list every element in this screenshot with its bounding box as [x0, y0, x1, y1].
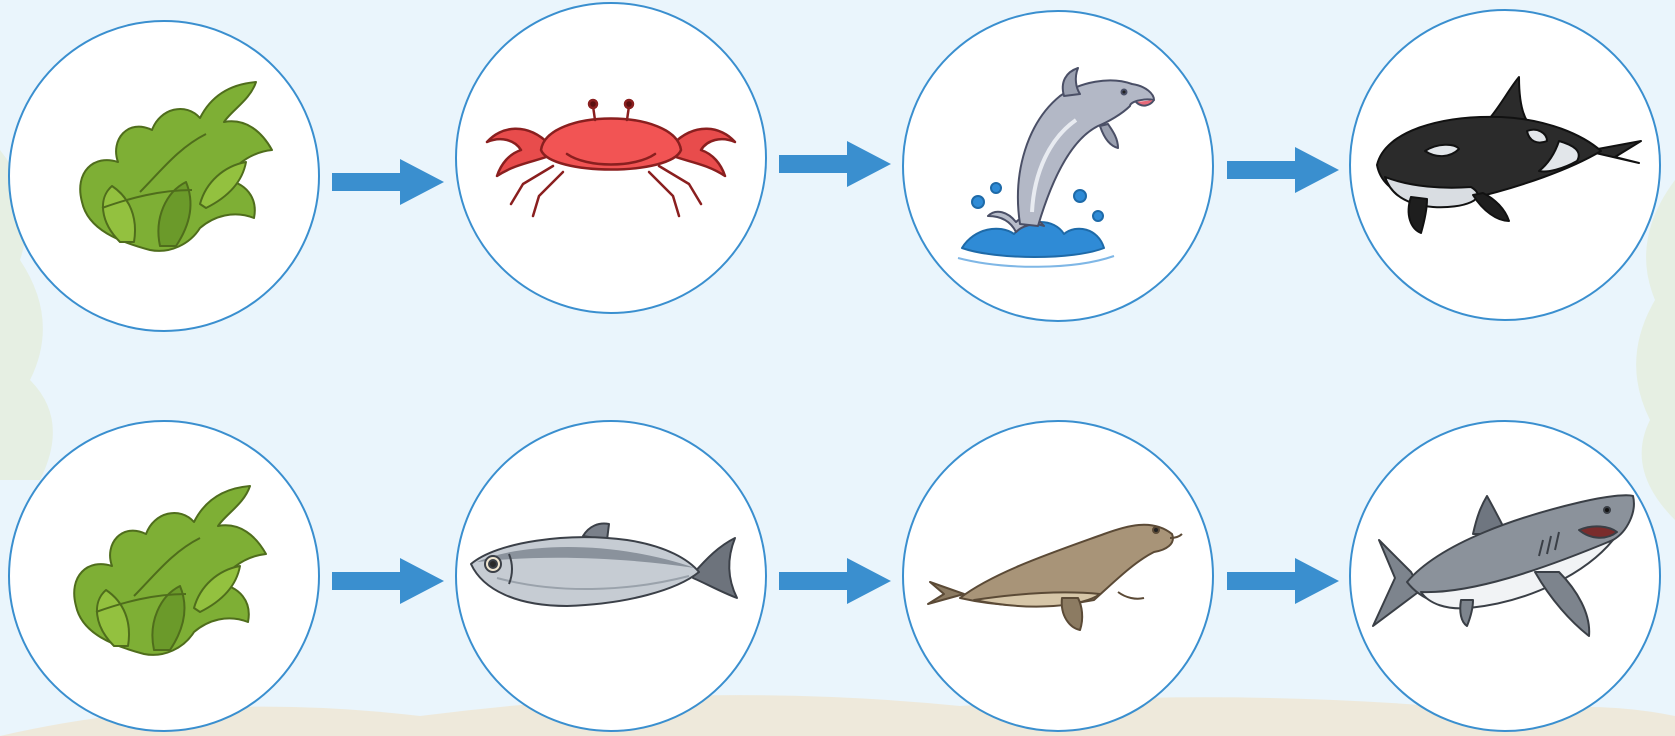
- food-chain-2-node-3: seal: [902, 420, 1214, 732]
- seaweed-icon: [10, 22, 318, 330]
- arrow-right-icon: [777, 139, 893, 189]
- food-chain-1-node-4: orca: [1349, 9, 1661, 321]
- food-chain-2-node-2: fish: [455, 420, 767, 732]
- crab-icon: [457, 4, 765, 312]
- arrow-right-icon: [330, 157, 446, 207]
- dolphin-icon: [904, 12, 1212, 320]
- shark-icon: [1351, 422, 1659, 730]
- food-chain-1-node-1: seaweed: [8, 20, 320, 332]
- food-chain-1-node-2: crab: [455, 2, 767, 314]
- food-chain-1-node-3: dolphin: [902, 10, 1214, 322]
- food-chain-2-node-4: shark: [1349, 420, 1661, 732]
- arrow-right-icon: [777, 556, 893, 606]
- orca-icon: [1351, 11, 1659, 319]
- seal-icon: [904, 422, 1212, 730]
- arrow-right-icon: [1225, 145, 1341, 195]
- arrow-right-icon: [330, 556, 446, 606]
- herring-icon: [457, 422, 765, 730]
- arrow-right-icon: [1225, 556, 1341, 606]
- seaweed-icon: [10, 422, 318, 730]
- food-chain-2-node-1: seaweed: [8, 420, 320, 732]
